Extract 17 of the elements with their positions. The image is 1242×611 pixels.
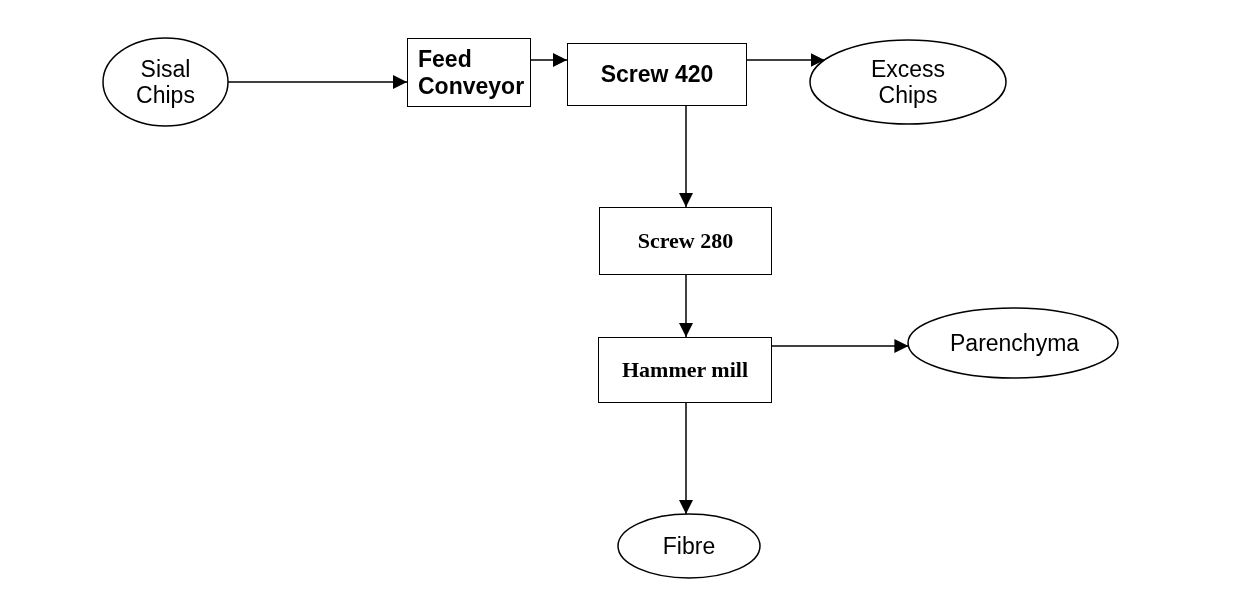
arrow — [771, 339, 910, 353]
node-label: Excess Chips — [869, 55, 947, 109]
node-label: Hammer mill — [621, 357, 749, 383]
arrow — [679, 105, 693, 208]
arrow — [746, 53, 826, 67]
process-box — [598, 337, 772, 403]
node-label: Screw 280 — [637, 228, 734, 254]
arrow — [530, 53, 568, 67]
node-label: Feed Conveyor — [418, 46, 526, 99]
process-box — [599, 207, 772, 275]
arrow — [679, 402, 693, 515]
node-label: Sisal Chips — [135, 55, 196, 109]
node-label: Screw 420 — [600, 61, 714, 88]
node-label: Fibre — [662, 532, 716, 560]
arrow — [679, 274, 693, 338]
process-box — [567, 43, 747, 106]
process-box — [407, 38, 531, 107]
